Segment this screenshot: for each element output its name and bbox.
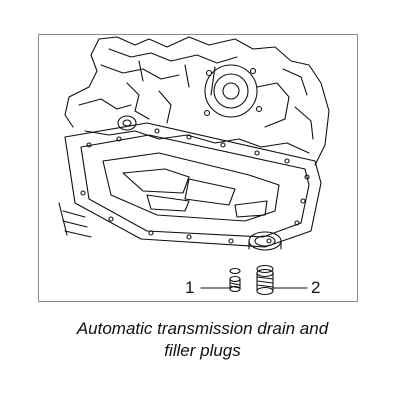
callout-1-label: 1: [185, 278, 195, 297]
diagram-frame: 1 2: [38, 34, 358, 302]
transmission-drawing: [58, 36, 330, 296]
filler-plug-opening: [248, 231, 282, 251]
callout-2-label: 2: [311, 278, 321, 297]
figure-caption: Automatic transmission drain and filler …: [0, 318, 405, 362]
drain-plug: [229, 267, 241, 293]
caption-line-1: Automatic transmission drain and: [76, 319, 329, 338]
filler-plug: [256, 264, 274, 296]
oil-pan: [58, 122, 322, 248]
caption-line-2: filler plugs: [164, 341, 241, 360]
transmission-housing: [64, 36, 330, 166]
